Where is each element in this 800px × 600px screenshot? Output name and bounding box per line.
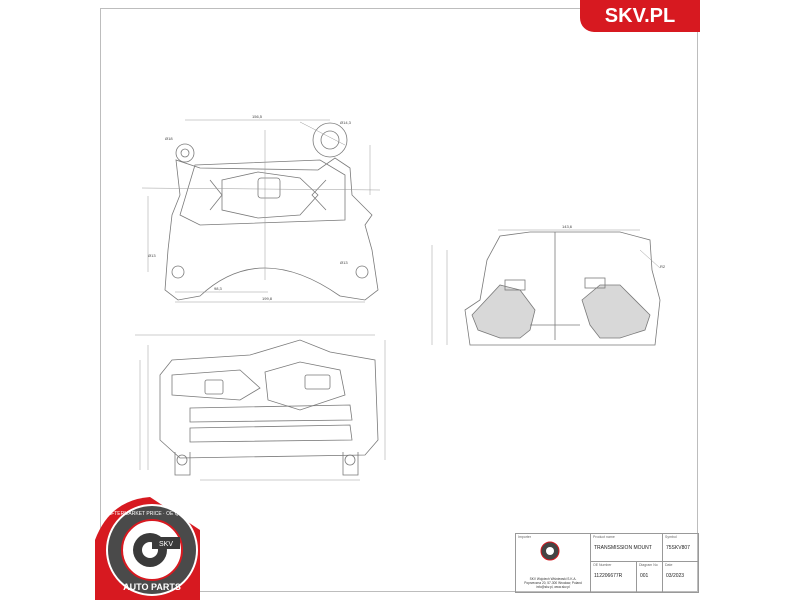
skv-auto-parts-badge: SKV AFTERMARKET PRICE · OE QUALITY AUTO …: [95, 497, 200, 600]
product-name-cell: Product name TRANSMISSION MOUNT: [591, 534, 663, 562]
section-view: [464, 231, 661, 346]
importer-line: SKV Wojciech Wiśniewski S.K.A.: [529, 577, 577, 581]
importer-line: info@skv.pl, www.skv.pl: [536, 585, 570, 589]
product-name: TRANSMISSION MOUNT: [594, 545, 652, 551]
oe-number-cell: OE Number 112206677R: [591, 562, 637, 593]
diagram-no-cell: Diagram No 001: [637, 562, 663, 593]
importer-label: Importer: [518, 535, 532, 539]
dim-section-width: 143,6: [562, 224, 573, 229]
dim-half-width: 98,3: [214, 286, 223, 291]
product-name-label: Product name: [593, 535, 615, 539]
brand-logo: SKV.PL: [580, 0, 700, 32]
importer-line: Poprzeczna 20, 57-300 Wrocław, Poland: [524, 581, 582, 585]
dim-top-hole-left: Ø18: [165, 136, 173, 141]
drawing-frame: [100, 8, 698, 592]
date-cell: Date 03/2023: [663, 562, 699, 593]
dim-side-hole-left: Ø13: [148, 253, 156, 258]
dim-section-radius: R2: [660, 264, 666, 269]
title-block: Importer SKV Wojciech Wiśniewski S.K.A. …: [515, 533, 699, 593]
date-value: 03/2023: [666, 573, 685, 579]
diagram-no-label: Diagram No: [639, 563, 658, 567]
oe-number: 112206677R: [594, 573, 623, 579]
side-view: [159, 339, 379, 476]
importer-cell: Importer SKV Wojciech Wiśniewski S.K.A. …: [516, 534, 591, 593]
top-view: [164, 122, 379, 301]
symbol-label: Symbol: [665, 535, 677, 539]
dimension-labels: 156,5 Ø18 Ø14,3 199,8 98,3 Ø13 Ø13 143,6…: [148, 114, 666, 301]
dim-bottom-width: 199,8: [262, 296, 273, 301]
dim-top-width: 156,5: [252, 114, 263, 119]
symbol-cell: Symbol 75SKV807: [663, 534, 699, 562]
diagram-no: 001: [640, 573, 649, 579]
dim-side-hole-right: Ø13: [340, 260, 348, 265]
date-label: Date: [665, 563, 673, 567]
symbol-value: 75SKV807: [666, 545, 690, 551]
badge-ring-text: AFTERMARKET PRICE · OE QUALITY: [108, 511, 197, 517]
importer-logo: [540, 541, 560, 561]
dim-top-hole-right: Ø14,3: [340, 120, 352, 125]
badge-center-text: SKV: [159, 541, 173, 548]
oe-number-label: OE Number: [593, 563, 612, 567]
badge-bottom-text: AUTO PARTS: [123, 582, 181, 592]
